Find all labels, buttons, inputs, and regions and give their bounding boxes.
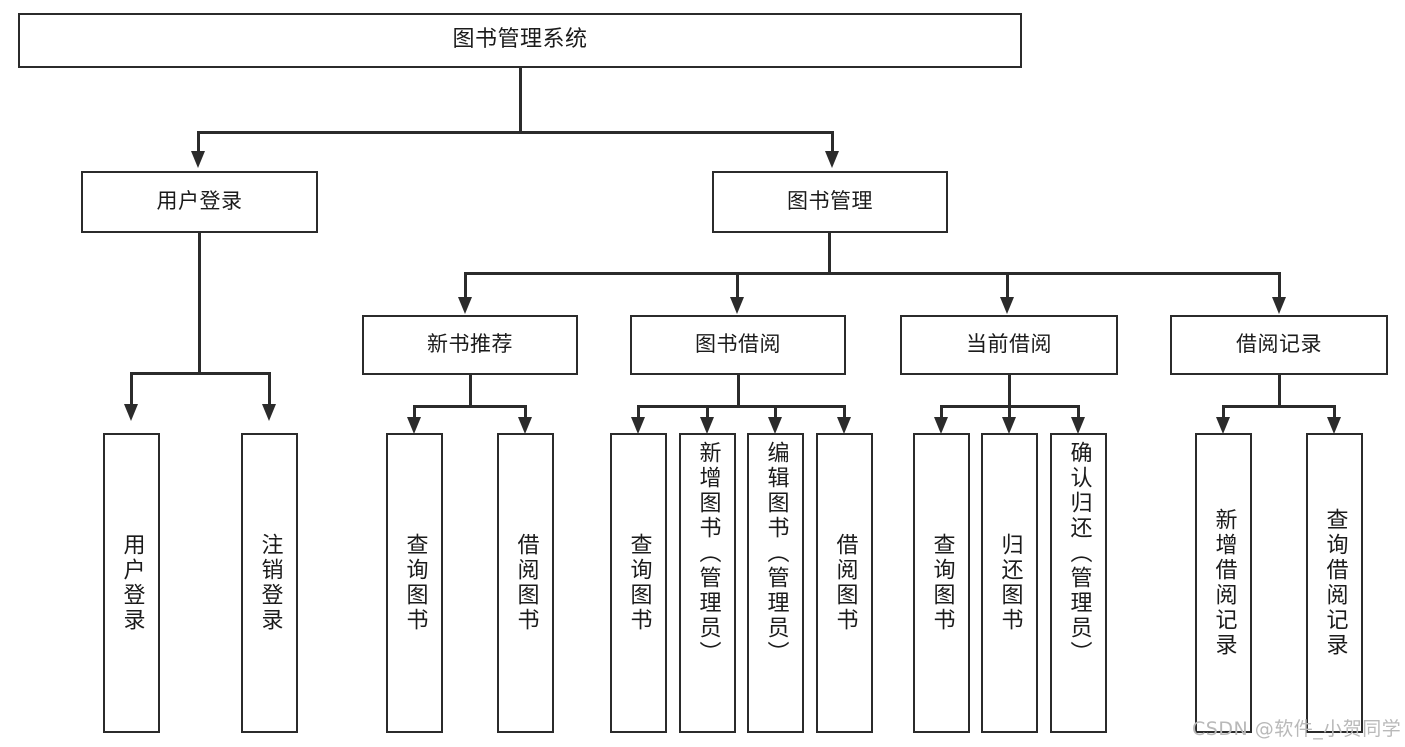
node-book-manage[interactable]: 图书管理 [712,171,948,233]
connector-root-drop-right [831,131,834,153]
leaf-query-book-1-label: 查询图书 [402,533,428,633]
leaf-add-book-label: 新增图书（管理员） [695,441,721,666]
leaf-logout-login-label: 注销登录 [257,533,283,633]
connector-bb-drop-2 [706,405,709,419]
node-book-borrow[interactable]: 图书借阅 [630,315,846,375]
leaf-edit-book-label: 编辑图书（管理员） [763,441,789,666]
connector-bb-drop-1 [637,405,640,419]
node-user-login-label: 用户登录 [156,189,243,214]
arrow-to-leaf-query-book-1 [407,417,421,434]
arrow-to-leaf-add-record [1216,417,1230,434]
leaf-return-book[interactable]: 归还图书 [981,433,1038,733]
node-root[interactable]: 图书管理系统 [18,13,1022,68]
leaf-user-login-label: 用户登录 [119,533,145,633]
connector-br-drop-1 [1222,405,1225,419]
arrow-to-leaf-borrow-book-2 [837,417,851,434]
connector-nbr-drop-2 [524,405,527,419]
arrow-to-borrow-record [1272,297,1286,314]
connector-cb-drop-2 [1008,405,1011,419]
connector-l3-drop-2 [736,272,739,299]
node-user-login[interactable]: 用户登录 [81,171,318,233]
arrow-to-user-login [191,151,205,168]
connector-book-manage-stem [828,233,831,274]
connector-br-bus [1222,405,1336,408]
node-new-book-recommend[interactable]: 新书推荐 [362,315,578,375]
arrow-to-leaf-add-book [700,417,714,434]
leaf-confirm-return[interactable]: 确认归还（管理员） [1050,433,1107,733]
connector-nbr-stem [469,375,472,408]
arrow-to-current-borrow [1000,297,1014,314]
connector-user-login-drop-1 [130,372,133,406]
node-current-borrow-label: 当前借阅 [966,332,1052,357]
arrow-to-leaf-edit-book [768,417,782,434]
connector-user-login-stem [198,233,201,374]
connector-nbr-bus [413,405,527,408]
node-new-book-recommend-label: 新书推荐 [427,332,513,357]
arrow-to-leaf-query-record [1327,417,1341,434]
leaf-user-login[interactable]: 用户登录 [103,433,160,733]
connector-user-login-drop-2 [268,372,271,406]
connector-cb-drop-3 [1077,405,1080,419]
leaf-edit-book[interactable]: 编辑图书（管理员） [747,433,804,733]
connector-bb-drop-3 [774,405,777,419]
connector-nbr-drop-1 [413,405,416,419]
connector-cb-drop-1 [940,405,943,419]
leaf-confirm-return-label: 确认归还（管理员） [1066,441,1092,666]
leaf-query-record[interactable]: 查询借阅记录 [1306,433,1363,733]
connector-cb-stem [1008,375,1011,408]
connector-bb-drop-4 [843,405,846,419]
leaf-query-book-2[interactable]: 查询图书 [610,433,667,733]
arrow-to-leaf-user-login [124,404,138,421]
leaf-add-book[interactable]: 新增图书（管理员） [679,433,736,733]
arrow-to-leaf-logout-login [262,404,276,421]
connector-user-login-bus [130,372,271,375]
connector-l3-drop-4 [1278,272,1281,299]
connector-bb-bus [637,405,846,408]
connector-book-manage-bus [464,272,1281,275]
arrow-to-leaf-confirm-return [1071,417,1085,434]
leaf-return-book-label: 归还图书 [997,533,1023,633]
connector-root-bus [197,131,834,134]
leaf-add-record-label: 新增借阅记录 [1211,508,1237,658]
leaf-borrow-book-1-label: 借阅图书 [513,533,539,633]
node-borrow-record-label: 借阅记录 [1236,332,1322,357]
node-book-manage-label: 图书管理 [787,189,873,214]
leaf-query-book-2-label: 查询图书 [626,533,652,633]
node-current-borrow[interactable]: 当前借阅 [900,315,1118,375]
leaf-query-record-label: 查询借阅记录 [1322,508,1348,658]
arrow-to-leaf-borrow-book-1 [518,417,532,434]
connector-l3-drop-3 [1006,272,1009,299]
connector-root-stem [519,68,522,133]
leaf-query-book-3[interactable]: 查询图书 [913,433,970,733]
arrow-to-book-manage [825,151,839,168]
node-root-label: 图书管理系统 [452,27,588,53]
connector-bb-stem [737,375,740,408]
arrow-to-leaf-return-book [1002,417,1016,434]
leaf-add-record[interactable]: 新增借阅记录 [1195,433,1252,733]
leaf-logout-login[interactable]: 注销登录 [241,433,298,733]
leaf-borrow-book-1[interactable]: 借阅图书 [497,433,554,733]
connector-l3-drop-1 [464,272,467,299]
leaf-query-book-1[interactable]: 查询图书 [386,433,443,733]
leaf-borrow-book-2[interactable]: 借阅图书 [816,433,873,733]
leaf-borrow-book-2-label: 借阅图书 [832,533,858,633]
connector-br-drop-2 [1333,405,1336,419]
node-borrow-record[interactable]: 借阅记录 [1170,315,1388,375]
connector-br-stem [1278,375,1281,408]
leaf-query-book-3-label: 查询图书 [929,533,955,633]
node-book-borrow-label: 图书借阅 [695,332,781,357]
arrow-to-leaf-query-book-2 [631,417,645,434]
connector-root-drop-left [197,131,200,153]
arrow-to-leaf-query-book-3 [934,417,948,434]
arrow-to-new-book-recommend [458,297,472,314]
arrow-to-book-borrow [730,297,744,314]
